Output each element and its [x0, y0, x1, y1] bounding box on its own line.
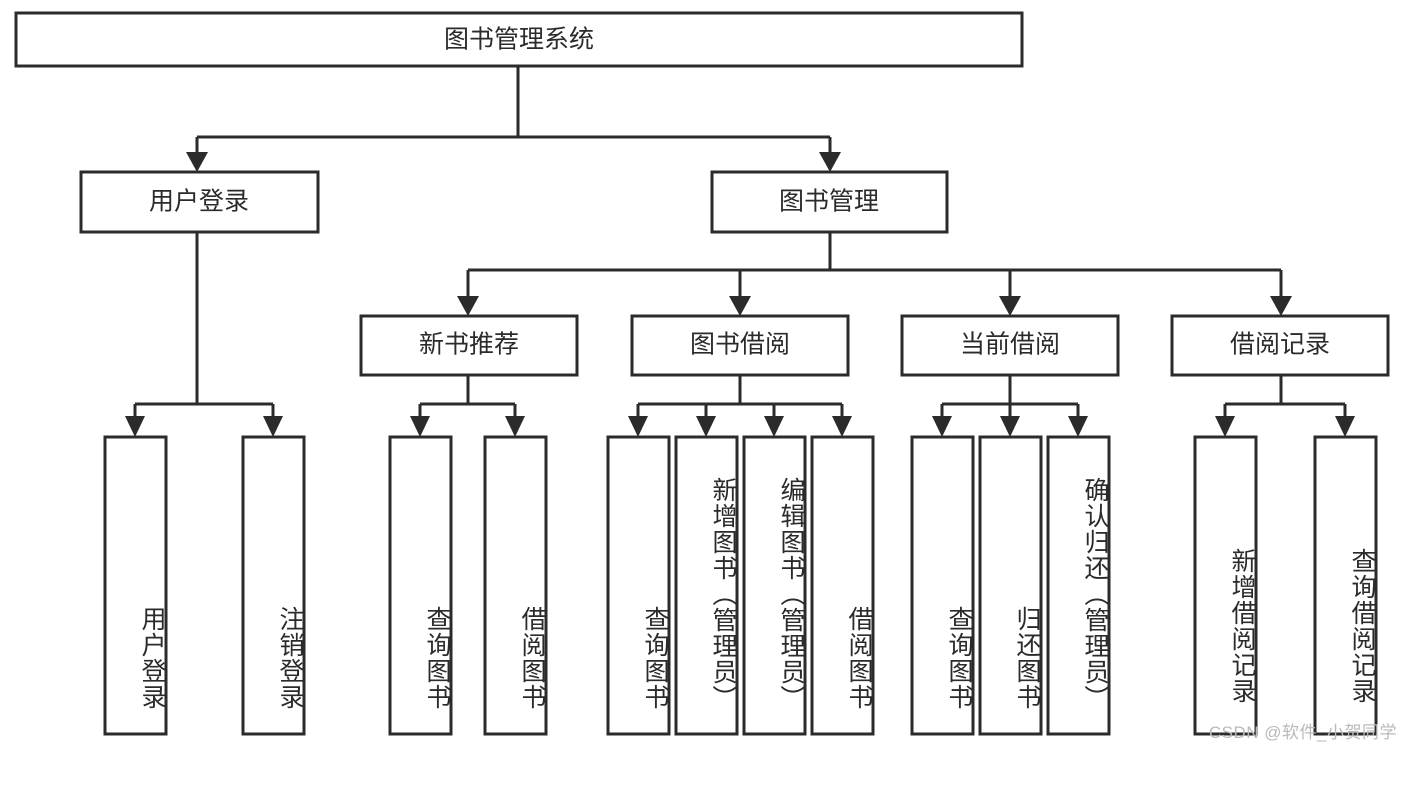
- node-user-login[interactable]: 用户登录: [79, 170, 320, 234]
- node-root-box[interactable]: [14, 11, 1024, 68]
- node-book-borrow-label: 图书借阅: [690, 331, 790, 359]
- node-book-manage-label: 图书管理: [779, 188, 879, 216]
- node-new-book-rec-box[interactable]: [359, 314, 579, 377]
- node-leaf-query-record-box[interactable]: [1313, 435, 1378, 736]
- connector-group-user-login-leaves: [125, 232, 283, 437]
- diagram-svg: 图书管理系统 用户登录 图书管理 新书推荐 图书借阅 当前借阅 借阅记录: [14, 11, 1390, 736]
- arrow-to-leaf-user-logout: [263, 416, 283, 437]
- node-leaf-user-login-box[interactable]: [103, 435, 168, 736]
- node-book-manage[interactable]: 图书管理: [710, 170, 949, 234]
- node-leaf-add-book-box[interactable]: [674, 435, 739, 736]
- arrow-to-current-borrow: [999, 296, 1021, 316]
- connector-group-current-borrow-leaves: [932, 375, 1088, 437]
- node-leaf-query-book-3-box[interactable]: [910, 435, 975, 736]
- node-current-borrow-label: 当前借阅: [960, 331, 1060, 359]
- node-user-login-label: 用户登录: [149, 188, 249, 216]
- node-new-book-rec-label: 新书推荐: [419, 331, 519, 359]
- arrow-to-leaf-add-record: [1215, 416, 1235, 437]
- node-leaf-query-book-2-box[interactable]: [606, 435, 671, 736]
- arrow-to-leaf-query-record: [1335, 416, 1355, 437]
- node-book-borrow-box[interactable]: [630, 314, 850, 377]
- arrow-to-leaf-borrow-book-2: [832, 416, 852, 437]
- arrow-to-book-borrow: [729, 296, 751, 316]
- node-leaf-user-logout-box[interactable]: [241, 435, 306, 736]
- node-leaf-borrow-book-2-box[interactable]: [810, 435, 875, 736]
- node-root[interactable]: 图书管理系统: [14, 11, 1024, 68]
- arrow-to-leaf-user-login: [125, 416, 145, 437]
- node-current-borrow-box[interactable]: [900, 314, 1120, 377]
- arrow-to-borrow-record: [1270, 296, 1292, 316]
- arrow-to-leaf-query-book-3: [932, 416, 952, 437]
- node-leaf-edit-book-box[interactable]: [742, 435, 807, 736]
- arrow-to-leaf-query-book-2: [628, 416, 648, 437]
- node-leaf-return-book-box[interactable]: [978, 435, 1043, 736]
- arrow-to-leaf-query-book-1: [410, 416, 430, 437]
- arrow-to-book-manage: [819, 152, 841, 172]
- node-book-manage-box[interactable]: [710, 170, 949, 234]
- arrow-to-leaf-edit-book: [764, 416, 784, 437]
- arrow-to-leaf-borrow-book-1: [505, 416, 525, 437]
- arrow-to-new-book-rec: [457, 296, 479, 316]
- node-leaf-borrow-book-1-box[interactable]: [483, 435, 548, 736]
- node-leaf-query-book-1-box[interactable]: [388, 435, 453, 736]
- arrow-to-leaf-add-book: [696, 416, 716, 437]
- connector-group-new-book-rec-leaves: [410, 375, 525, 437]
- node-borrow-record-label: 借阅记录: [1230, 331, 1330, 359]
- node-borrow-record-box[interactable]: [1170, 314, 1390, 377]
- node-book-borrow[interactable]: 图书借阅: [630, 314, 850, 377]
- node-leaf-confirm-return-box[interactable]: [1046, 435, 1111, 736]
- node-new-book-rec[interactable]: 新书推荐: [359, 314, 579, 377]
- connector-group-book-borrow-leaves: [628, 375, 852, 437]
- node-borrow-record[interactable]: 借阅记录: [1170, 314, 1390, 377]
- arrow-to-user-login: [186, 152, 208, 172]
- arrow-to-leaf-confirm-return: [1068, 416, 1088, 437]
- diagram-canvas: 图书管理系统 用户登录 图书管理 新书推荐 图书借阅 当前借阅 借阅记录: [14, 11, 1397, 742]
- node-leaf-add-record-box[interactable]: [1193, 435, 1258, 736]
- csdn-watermark: CSDN @软件_小贺同学: [1208, 723, 1397, 742]
- node-root-label: 图书管理系统: [444, 26, 594, 54]
- connector-group-borrow-record-leaves: [1215, 375, 1355, 437]
- connector-group-book-manage: [457, 232, 1292, 316]
- arrow-to-leaf-return-book: [1000, 416, 1020, 437]
- node-current-borrow[interactable]: 当前借阅: [900, 314, 1120, 377]
- connector-group-root: [186, 66, 841, 172]
- node-user-login-box[interactable]: [79, 170, 320, 234]
